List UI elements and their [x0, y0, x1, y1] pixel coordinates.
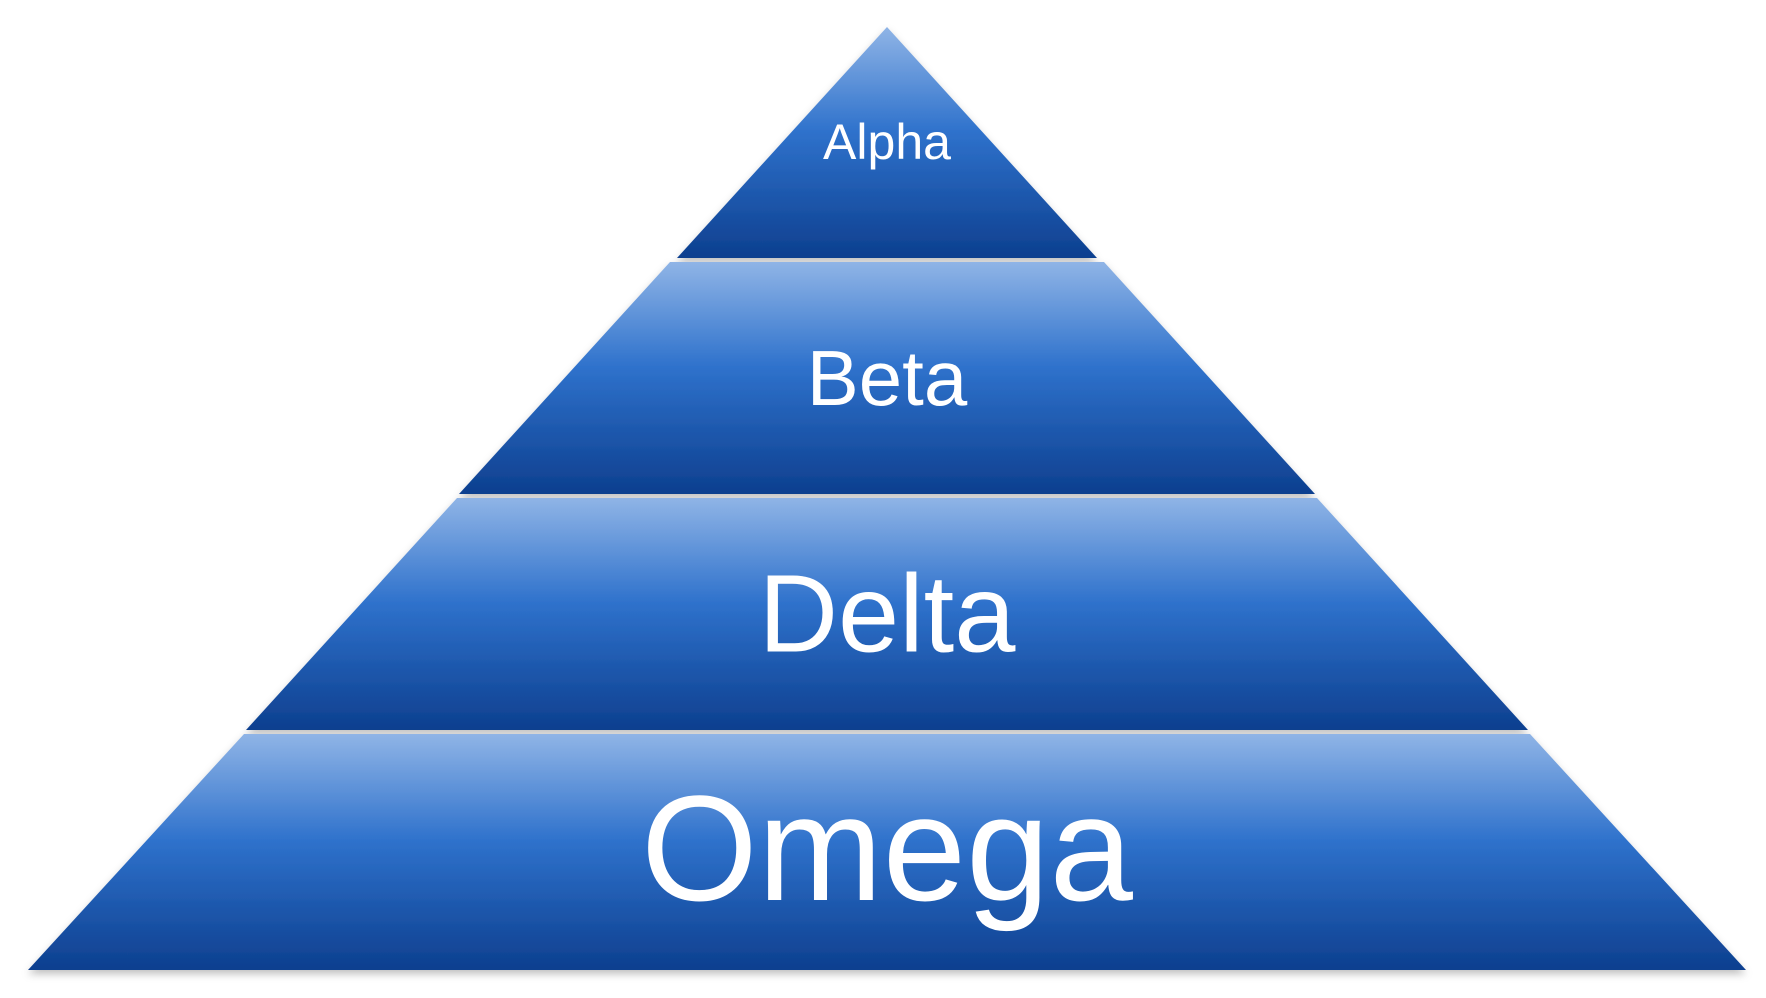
pyramid-tier-omega: Omega — [28, 734, 1746, 970]
tier-label-delta: Delta — [759, 553, 1017, 676]
tier-shape-omega — [28, 734, 1746, 970]
tier-shape-alpha — [677, 27, 1097, 258]
pyramid-tier-delta: Delta — [246, 498, 1528, 730]
pyramid-tier-alpha: Alpha — [677, 27, 1097, 258]
tier-shape-beta — [459, 262, 1315, 494]
tier-label-alpha: Alpha — [823, 114, 951, 170]
tier-label-omega: Omega — [641, 764, 1133, 932]
tier-label-beta: Beta — [807, 334, 968, 422]
tier-shape-delta — [246, 498, 1528, 730]
pyramid-tier-beta: Beta — [459, 262, 1315, 494]
